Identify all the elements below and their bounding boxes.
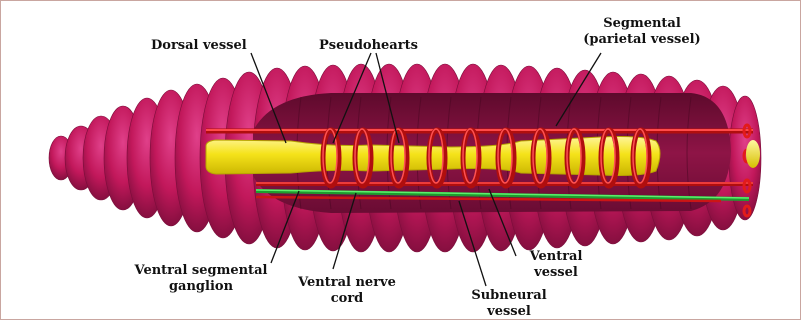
label-pseudohearts-text: Pseudohearts	[319, 38, 418, 53]
label-sv-line2: vessel	[469, 304, 549, 320]
label-pseudohearts: Pseudohearts	[319, 38, 418, 54]
label-dorsal-vessel-text: Dorsal vessel	[151, 38, 247, 53]
label-ventral-segmental-ganglion: Ventral segmental ganglion	[116, 263, 286, 295]
label-dorsal-vessel: Dorsal vessel	[151, 38, 247, 54]
gut-tip	[746, 140, 760, 168]
label-ventral-vessel: Ventral vessel	[522, 249, 590, 281]
label-vnc-line1: Ventral nerve	[291, 275, 403, 291]
label-vv-line2: vessel	[522, 265, 590, 281]
label-segmental-line2: (parietal vessel)	[562, 32, 722, 48]
label-ventral-nerve-cord: Ventral nerve cord	[291, 275, 403, 307]
label-vsg-line2: ganglion	[116, 279, 286, 295]
label-vsg-line1: Ventral segmental	[116, 263, 286, 279]
label-subneural-vessel: Subneural vessel	[469, 288, 549, 320]
label-segmental: Segmental (parietal vessel)	[562, 16, 722, 48]
label-sv-line1: Subneural	[469, 288, 549, 304]
dorsal-vessel	[206, 130, 753, 131]
label-vv-line1: Ventral	[522, 249, 590, 265]
label-segmental-line1: Segmental	[562, 16, 722, 32]
label-vnc-line2: cord	[291, 291, 403, 307]
